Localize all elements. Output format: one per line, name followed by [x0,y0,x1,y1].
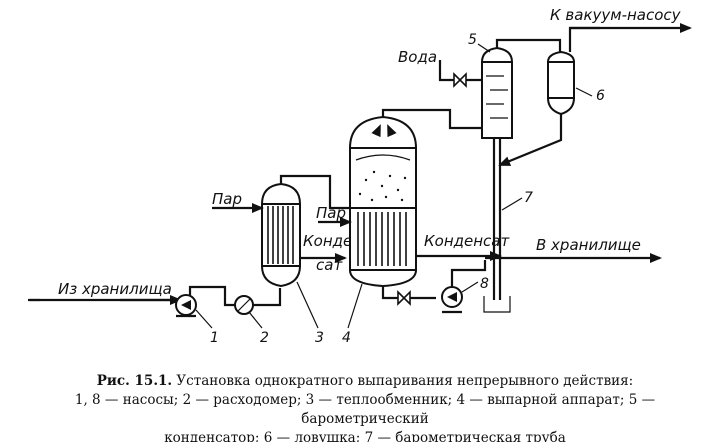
pump-1 [175,294,197,318]
process-diagram: Из хранилища Пар [28,6,692,346]
valve-water [453,72,467,88]
label-water: Вода [398,48,437,66]
figure-caption: Рис. 15.1. Установка однократного выпари… [20,372,710,442]
barometric-tube-7 [483,138,511,313]
heat-exchanger-3 [260,182,302,288]
number-4: 4 [342,330,351,346]
barometric-condenser-5 [480,46,514,139]
caption-prefix: Рис. 15.1. [96,373,173,389]
evaporator-4 [348,115,418,288]
label-from-storage: Из хранилища [58,280,172,298]
label-to-vacuum-pump: К вакуум-насосу [550,6,682,24]
number-5: 5 [468,32,477,48]
number-8: 8 [480,276,489,292]
flow-meter-2 [234,295,254,315]
number-7: 7 [524,190,533,206]
label-steam-he: Пар [212,190,242,208]
label-steam-evaporator: Пар [316,204,346,222]
trap-6 [546,50,576,116]
caption-legend-line-2: конденсатор; 6 — ловушка; 7 — барометрич… [164,430,566,442]
caption-title: Установка однократного выпаривания непре… [176,373,634,389]
number-2: 2 [260,330,269,346]
number-3: 3 [315,330,324,346]
caption-legend-line-1: 1, 8 — насосы; 2 — расходомер; 3 — тепло… [74,392,656,427]
label-condensate-evaporator: Конденсат [424,232,510,250]
label-to-storage: В хранилище [536,236,641,254]
number-1: 1 [210,330,219,346]
caption-title-line: Рис. 15.1. Установка однократного выпари… [20,372,710,391]
pump-8 [441,286,463,314]
valve-bottom [397,290,411,306]
number-6: 6 [596,88,605,104]
